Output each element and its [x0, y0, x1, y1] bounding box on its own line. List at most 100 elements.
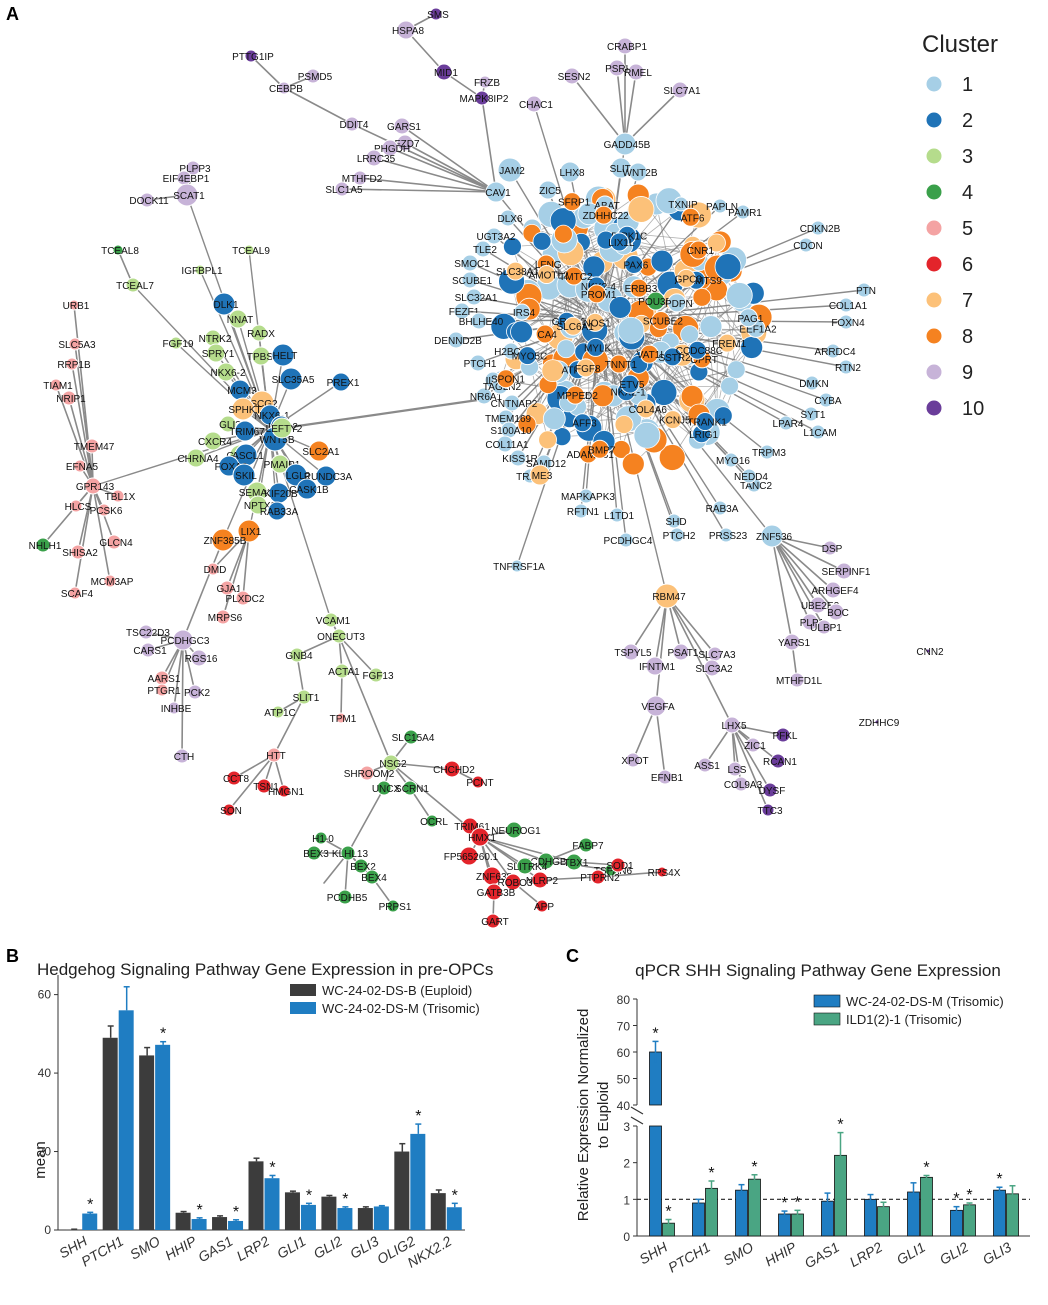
chart-c-xtick-label: LRP2: [847, 1239, 886, 1270]
network-node-foxn4: FOXN4: [831, 315, 865, 329]
network-node-ptgr1: PTGR1: [147, 684, 181, 697]
node-label: KLHL13: [332, 849, 369, 860]
network-node-slc5a3: SLC5A3: [58, 338, 96, 351]
node-label: TCEAL9: [232, 246, 270, 257]
chart-c-bar: [951, 1210, 963, 1236]
core-node: [554, 225, 572, 243]
network-node-mthfd2: MTHFD2: [342, 171, 383, 185]
network-node-rbm47: RBM47: [652, 584, 686, 608]
node-label: GNB4: [285, 651, 313, 662]
network-node-rtn2: RTN2: [835, 360, 861, 374]
node-label: PCK2: [184, 688, 211, 699]
cluster-legend-item-5: 5: [927, 218, 974, 240]
node-label: WNT2B: [623, 168, 658, 179]
node-label: SON: [220, 806, 242, 817]
network-node-pcdhb5: PCDHB5: [327, 890, 368, 904]
chart-b-bar: [358, 1208, 373, 1230]
node-label: TBL1X: [105, 492, 136, 503]
network-node-atp1c: ATP1C: [264, 706, 296, 719]
network-node-smoc1: SMOC1: [454, 255, 490, 271]
network-node-vegfa: VEGFA: [641, 696, 675, 716]
network-node-scat1: SCAT1: [173, 184, 205, 206]
network-node-lhx5: LHX5: [721, 717, 746, 733]
node-label: ZIC1: [744, 741, 766, 752]
node-label: TBX1: [563, 858, 588, 869]
node-label: TRANK1: [687, 418, 727, 429]
node-label: TMEM47: [74, 442, 115, 453]
node-label: LSS: [728, 765, 747, 776]
node-label: PLXDC2: [226, 594, 265, 605]
node-label: URB1: [63, 301, 90, 312]
chart-b-significance-star: *: [160, 1026, 166, 1043]
node-label: RRP1B: [57, 360, 91, 371]
node-label: FABP7: [572, 841, 604, 852]
network-node-dennd2b: DENND2B: [434, 332, 482, 348]
node-label: SHD: [665, 517, 686, 528]
node-label: DMD: [204, 565, 227, 576]
network-node-tmem47: TMEM47: [74, 439, 115, 453]
cluster-legend-item-2: 2: [927, 110, 974, 132]
core-node: [539, 431, 557, 449]
chart-c-significance-star: *: [923, 1160, 929, 1177]
network-node-ass1: ASS1: [694, 758, 720, 772]
cluster-legend-item-8: 8: [927, 326, 974, 348]
node-label: DOCK11: [129, 196, 169, 207]
node-label: TNNT1: [605, 360, 638, 371]
chart-c-significance-star: *: [996, 1171, 1002, 1188]
cluster-legend-label: 5: [962, 218, 973, 240]
network-node-psat1: PSAT1: [668, 644, 699, 660]
node-label: NEUROG1: [491, 826, 541, 837]
node-label: IGFBPL1: [181, 266, 223, 277]
node-label: LPAR4: [773, 419, 804, 430]
node-label: ULBP1: [810, 623, 842, 634]
node-label: MAPKAPK3: [561, 492, 615, 503]
network-node-inhbe: INHBE: [161, 702, 192, 715]
node-label: DLX6: [497, 214, 522, 225]
node-label: CNR1: [687, 246, 715, 257]
node-label: NHLH1: [29, 541, 62, 552]
node-label: PRSS23: [709, 531, 748, 542]
network-node-pcsk6: PCSK6: [90, 504, 123, 517]
network-node-gart: GART: [481, 914, 509, 928]
node-label: NEDD4: [734, 472, 768, 483]
cluster-swatch: [927, 293, 942, 308]
chart-b-ytick-label: 40: [38, 1066, 52, 1080]
node-label: SERPINF1: [822, 567, 871, 578]
node-label: ASS1: [694, 761, 720, 772]
node-label: DSP: [822, 544, 843, 555]
network-node-fgf19: FGF19: [162, 337, 194, 350]
node-label: EFNB1: [651, 773, 684, 784]
node-label: AMOTL2: [529, 271, 569, 282]
core-node: [693, 288, 711, 306]
network-node-col9a3: COL9A3: [724, 777, 763, 791]
node-label: COL9A3: [724, 780, 763, 791]
chart-c-xtick-label: GLI3: [980, 1239, 1014, 1268]
network-node-sesn2: SESN2: [558, 68, 591, 84]
chart-c-bar: [779, 1214, 791, 1236]
network-node-prss23: PRSS23: [709, 528, 748, 542]
network-node-cav1: CAV1: [485, 182, 511, 202]
chart-b-bar: [447, 1207, 462, 1230]
network-node-h1-0: H1-0: [312, 832, 334, 845]
node-label: SLIT1: [293, 693, 320, 704]
node-label: MAPK8IP2: [460, 94, 509, 105]
core-node: [721, 377, 739, 395]
node-label: LRIG1: [689, 430, 718, 441]
chart-b-bar: [394, 1152, 409, 1230]
network-node-dock11: DOCK11: [129, 193, 169, 207]
network-node-ifntm1: IFNTM1: [639, 657, 676, 675]
network-node-dlx6: DLX6: [497, 210, 522, 226]
network-node-spry1: SPRY1: [202, 344, 235, 362]
network-node-zdhhc9: ZDHHC9: [859, 718, 900, 729]
node-label: PSAT1: [668, 648, 699, 659]
chart-b-significance-star: *: [306, 1187, 312, 1204]
chart-b-ytick-label: 20: [38, 1145, 52, 1159]
chart-c-legend-swatch: [814, 1013, 840, 1025]
chart-c-axis-break: [631, 1107, 643, 1114]
node-label: HMGN1: [268, 787, 305, 798]
network-node-cnn2: CNN2: [916, 647, 944, 658]
node-label: FGF8: [575, 364, 601, 375]
node-label: CA4: [537, 330, 557, 341]
network-node-cdkn2b: CDKN2B: [800, 221, 841, 235]
node-label: RAB33A: [260, 507, 299, 518]
